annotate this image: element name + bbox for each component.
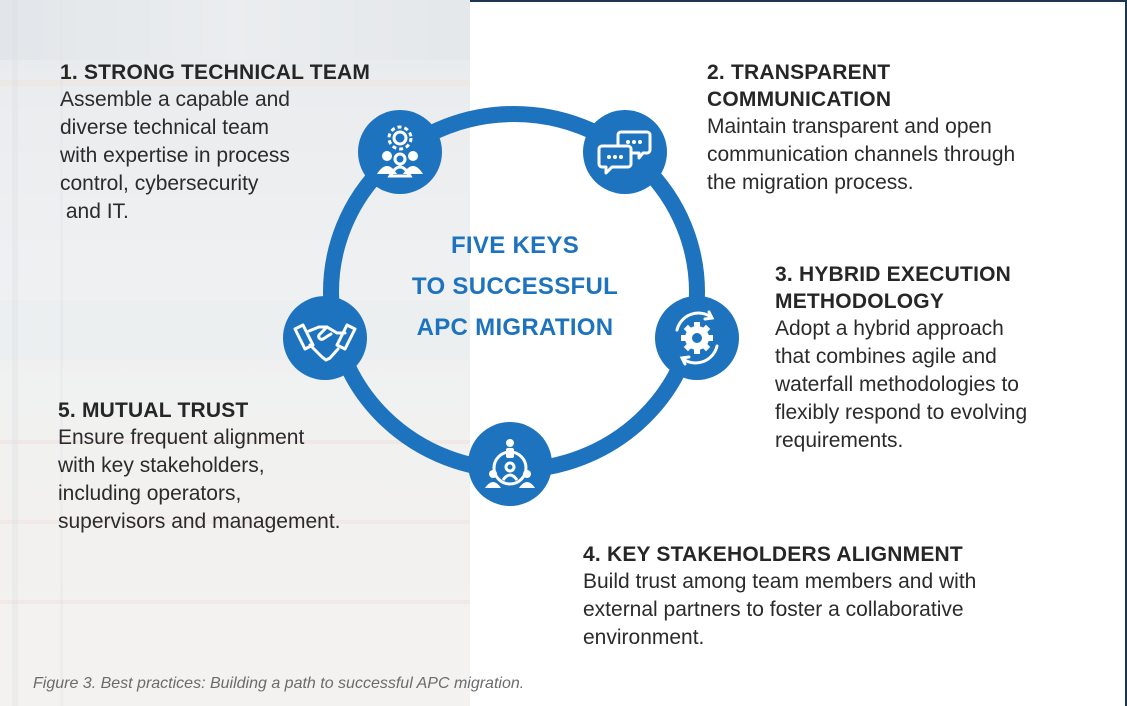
key-2-body-line: Maintain transparent and open bbox=[707, 115, 992, 138]
key-5-body-line: including operators, bbox=[58, 482, 242, 505]
node-trust bbox=[283, 296, 367, 380]
key-1-body-line: with expertise in process bbox=[60, 144, 290, 167]
key-1-body-line: and IT. bbox=[60, 200, 129, 223]
key-5-body-line: Ensure frequent alignment bbox=[58, 426, 305, 449]
key-2-body-line: the migration process. bbox=[707, 171, 914, 194]
key-3-body-line: flexibly respond to evolving bbox=[775, 401, 1028, 424]
key-1-body-line: Assemble a capable and bbox=[60, 88, 290, 111]
key-3-body-line: requirements. bbox=[775, 429, 904, 452]
key-3-body-line: Adopt a hybrid approach bbox=[775, 317, 1004, 340]
key-4-body-line: external partners to foster a collaborat… bbox=[583, 598, 964, 621]
key-3-title-line: METHODOLOGY bbox=[775, 290, 945, 313]
key-1-title: 1. STRONG TECHNICAL TEAM bbox=[60, 61, 371, 84]
center-title-line: APC MIGRATION bbox=[416, 314, 614, 341]
key-4-body-line: environment. bbox=[583, 626, 705, 649]
key-4-title: 4. KEY STAKEHOLDERS ALIGNMENT bbox=[583, 543, 963, 566]
center-title-line: TO SUCCESSFUL bbox=[411, 273, 619, 300]
key-1-block: 1. STRONG TECHNICAL TEAM Assemble a capa… bbox=[60, 59, 380, 226]
key-3-body-line: waterfall methodologies to bbox=[775, 373, 1019, 396]
key-5-body-line: supervisors and management. bbox=[58, 510, 341, 533]
node-hybrid bbox=[655, 296, 739, 380]
center-title: FIVE KEYS TO SUCCESSFUL APC MIGRATION bbox=[385, 225, 645, 348]
right-border bbox=[1125, 0, 1127, 706]
node-team bbox=[358, 110, 442, 194]
key-5-block: 5. MUTUAL TRUST Ensure frequent alignmen… bbox=[58, 397, 418, 536]
key-2-title-line: COMMUNICATION bbox=[707, 88, 892, 111]
key-3-body-line: that combines agile and bbox=[775, 345, 997, 368]
key-2-block: 2. TRANSPARENT COMMUNICATION Maintain tr… bbox=[707, 59, 1107, 197]
key-1-body-line: control, cybersecurity bbox=[60, 172, 259, 195]
key-4-block: 4. KEY STAKEHOLDERS ALIGNMENT Build trus… bbox=[583, 541, 1083, 652]
node-communication bbox=[583, 110, 667, 194]
figure-caption: Figure 3. Best practices: Building a pat… bbox=[33, 675, 525, 692]
key-5-body-line: with key stakeholders, bbox=[58, 454, 265, 477]
top-border bbox=[470, 0, 1127, 2]
stakeholders-network-icon bbox=[485, 439, 535, 488]
team-gear-icon bbox=[377, 125, 423, 178]
key-2-title-line: 2. TRANSPARENT bbox=[707, 61, 891, 84]
key-5-title: 5. MUTUAL TRUST bbox=[58, 399, 249, 422]
key-3-block: 3. HYBRID EXECUTION METHODOLOGY Adopt a … bbox=[775, 261, 1105, 455]
key-4-body-line: Build trust among team members and with bbox=[583, 570, 977, 593]
key-3-title-line: 3. HYBRID EXECUTION bbox=[775, 263, 1011, 286]
gear-cycle-icon bbox=[675, 310, 719, 366]
key-2-body-line: communication channels through bbox=[707, 143, 1016, 166]
node-stakeholders bbox=[468, 422, 552, 506]
key-1-body-line: diverse technical team bbox=[60, 116, 269, 139]
center-title-line: FIVE KEYS bbox=[450, 232, 580, 259]
handshake-icon bbox=[293, 323, 357, 362]
chat-bubbles-icon bbox=[597, 130, 652, 175]
